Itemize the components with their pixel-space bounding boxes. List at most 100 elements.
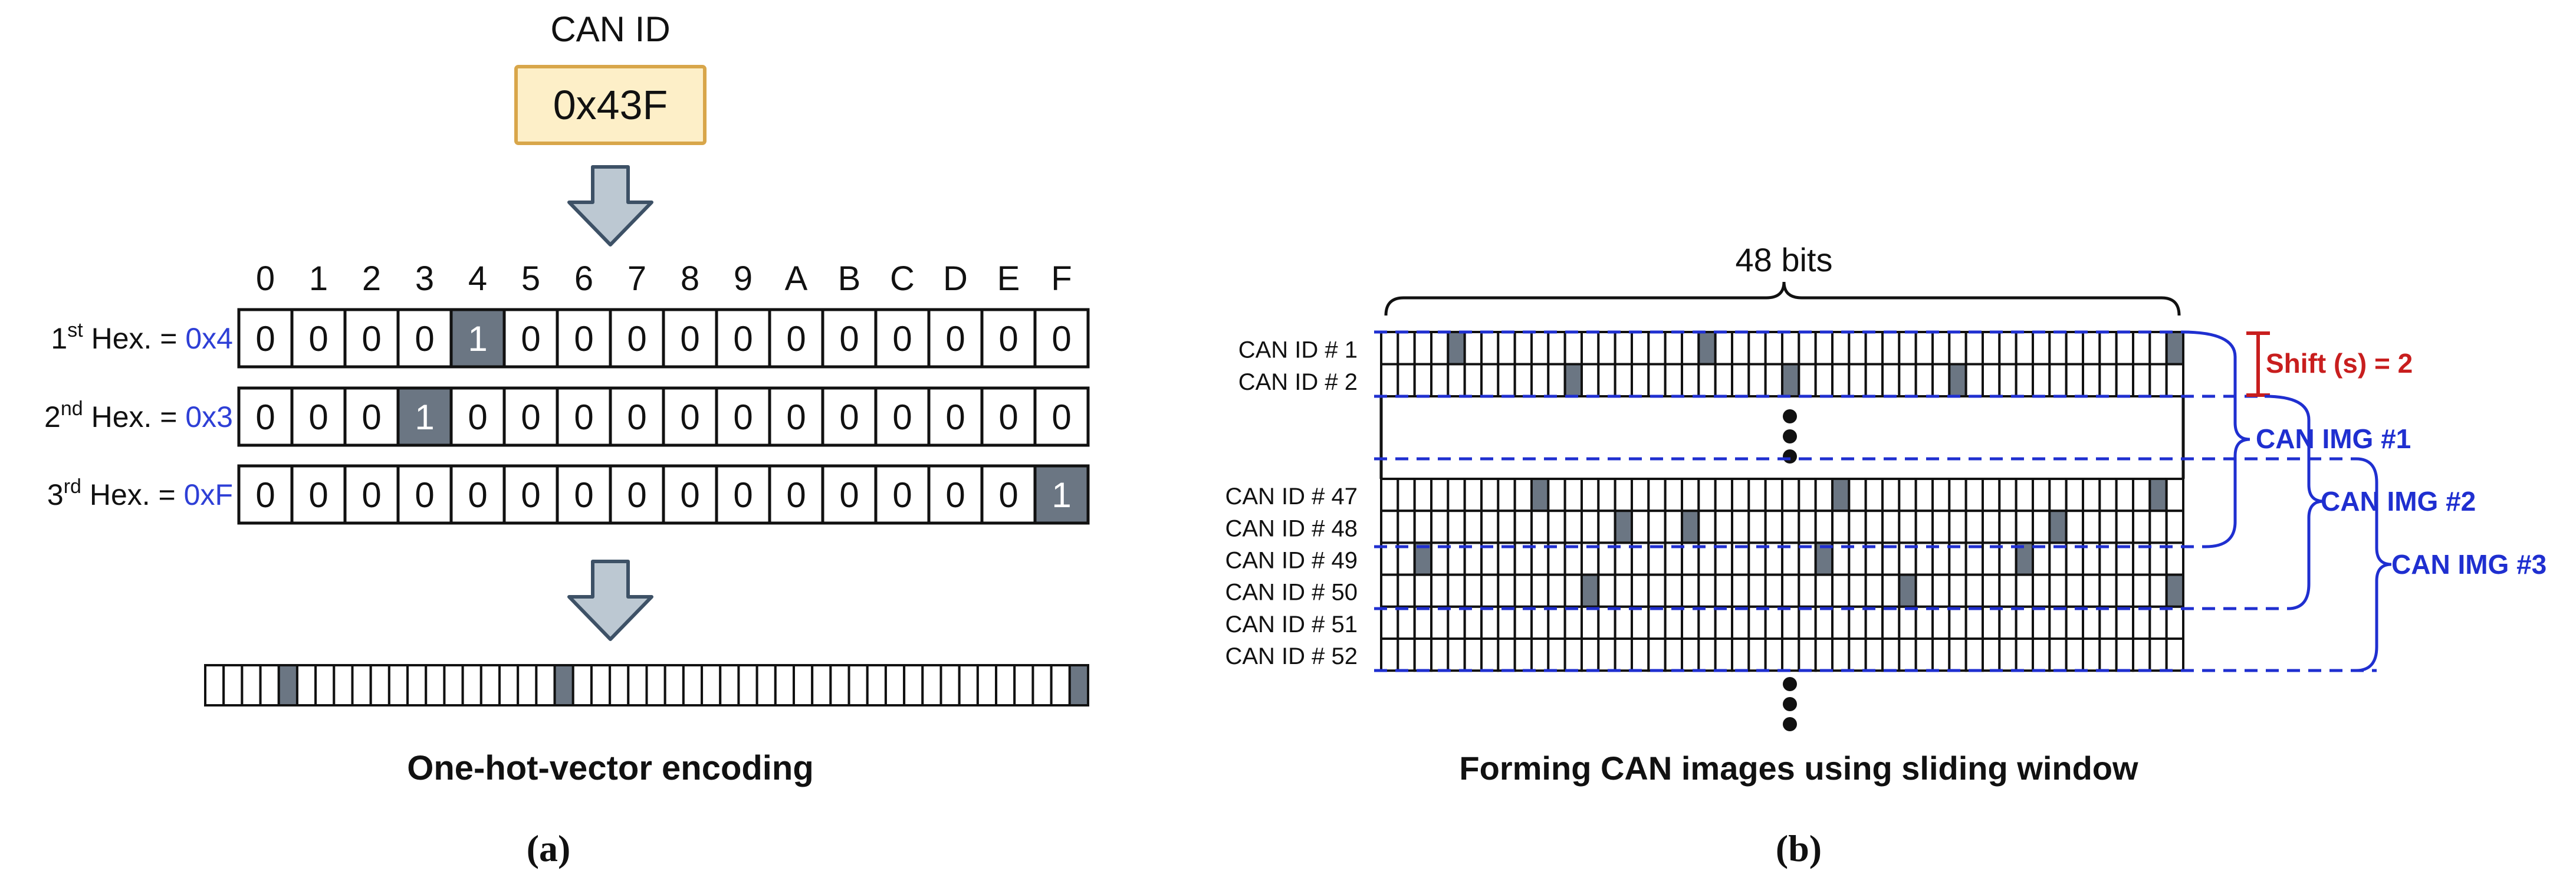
- bit-value: 0: [415, 319, 434, 359]
- grid-cell: [1731, 331, 1750, 366]
- grid-cell: [1530, 573, 1550, 608]
- can-id-label: CAN ID: [550, 9, 670, 49]
- grid-cell: [1948, 478, 1967, 512]
- grid-cell: [1931, 478, 1951, 512]
- grid-cell: [1964, 510, 1984, 544]
- bit-value: 0: [945, 397, 965, 437]
- grid-cell: [2082, 510, 2101, 544]
- grid-cell: [1881, 331, 1901, 366]
- grid-cell: [1513, 478, 1533, 512]
- grid-cell: [1530, 510, 1550, 544]
- grid-cell: [1664, 605, 1684, 640]
- grid-cell: [2015, 573, 2035, 608]
- grid-cell: [1831, 510, 1851, 544]
- grid-cell: [1714, 573, 1734, 608]
- grid-row: [1380, 510, 2185, 544]
- window-brace: [2264, 395, 2324, 610]
- grid-cell: [1898, 478, 1917, 512]
- grid-cell: [1664, 331, 1684, 366]
- bit-value: 0: [892, 475, 912, 515]
- grid-cell: [1764, 573, 1784, 608]
- bit-value: 1: [415, 397, 434, 437]
- grid-cell: [1982, 605, 2001, 640]
- grid-cell: [1864, 605, 1884, 640]
- panel-label-b: (b): [1776, 827, 1822, 869]
- bit-cell: [715, 308, 771, 369]
- bit-cell: [927, 308, 984, 369]
- grid-cell: [1731, 478, 1750, 512]
- vector-cell: [921, 664, 942, 706]
- bit-value: 0: [786, 475, 806, 515]
- vector-cell: [222, 664, 244, 706]
- row-label: 2nd Hex. = 0x3: [44, 397, 233, 433]
- vector-cell: [425, 664, 446, 706]
- grid-cell: [1397, 363, 1416, 397]
- can-img-2-label: CAN IMG #2: [2321, 486, 2476, 517]
- grid-cell: [1814, 331, 1834, 366]
- bit-value: 0: [733, 397, 753, 437]
- grid-cell: [1697, 363, 1717, 397]
- grid-cell: [1764, 510, 1784, 544]
- grid-cell: [1798, 637, 1817, 672]
- grid-cell: [1964, 478, 1984, 512]
- can-img-1-label: CAN IMG #1: [2256, 423, 2411, 454]
- grid-cell: [2132, 637, 2151, 672]
- hex-header: 3: [415, 259, 434, 298]
- can-id-row-label: CAN ID # 49: [1225, 548, 1358, 574]
- grid-cell: [1881, 510, 1901, 544]
- grid-cell: [1547, 605, 1566, 640]
- bit-cell: [449, 464, 506, 525]
- grid-cell: [1982, 478, 2001, 512]
- hot-grid-cell: [1681, 510, 1700, 544]
- bit-cell: [1033, 386, 1090, 447]
- grid-cell: [2115, 637, 2135, 672]
- grid-cell: [1463, 363, 1483, 397]
- grid-cell: [1597, 573, 1616, 608]
- bit-cell: [502, 308, 559, 369]
- bit-value: 0: [521, 319, 540, 359]
- row-label: 3rd Hex. = 0xF: [47, 475, 233, 511]
- width-label: 48 bits: [1736, 241, 1833, 278]
- grid-cell: [2015, 363, 2035, 397]
- vector-cell: [884, 664, 906, 706]
- grid-cell: [1781, 573, 1800, 608]
- grid-cell: [1881, 573, 1901, 608]
- grid-cell: [1697, 637, 1717, 672]
- bit-value: 0: [733, 319, 753, 359]
- grid-cell: [2065, 510, 2085, 544]
- grid-cell: [1480, 363, 1500, 397]
- bit-value: 0: [839, 319, 859, 359]
- grid-cell: [2098, 331, 2118, 366]
- grid-cell: [1998, 637, 2018, 672]
- bit-value: 0: [786, 319, 806, 359]
- grid-cell: [1948, 605, 1967, 640]
- vector-cell: [351, 664, 372, 706]
- grid-row: [1380, 637, 2185, 672]
- bit-cell: [556, 464, 612, 525]
- grid-cell: [2132, 573, 2151, 608]
- grid-cell: [1714, 605, 1734, 640]
- grid-cell: [1380, 331, 1399, 366]
- grid-cell: [2115, 605, 2135, 640]
- grid-cell: [1948, 510, 1967, 544]
- grid-cell: [1380, 573, 1399, 608]
- hex-header: 8: [681, 259, 699, 298]
- bit-cell: [1033, 308, 1090, 369]
- grid-cell: [1697, 510, 1717, 544]
- grid-cell: [1798, 331, 1817, 366]
- grid-cell: [1864, 573, 1884, 608]
- vector-cell: [535, 664, 556, 706]
- bit-cell: [502, 386, 559, 447]
- grid-cell: [1898, 637, 1917, 672]
- vector-cell: [498, 664, 520, 706]
- grid-cell: [1764, 605, 1784, 640]
- grid-cell: [1914, 510, 1934, 544]
- grid-cell: [1814, 363, 1834, 397]
- vector-cell: [682, 664, 704, 706]
- grid-cell: [1397, 573, 1416, 608]
- grid-cell: [1430, 637, 1450, 672]
